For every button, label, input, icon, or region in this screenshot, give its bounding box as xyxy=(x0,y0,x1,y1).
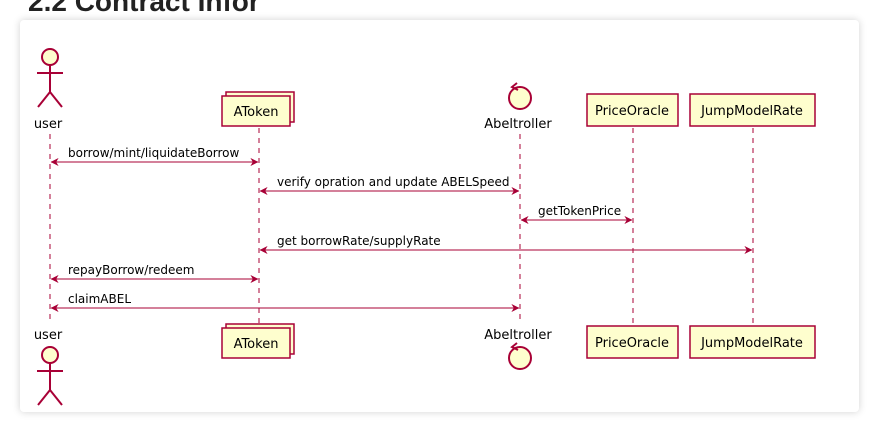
participant-priceoracle-bottom: PriceOracle xyxy=(586,325,679,359)
participant-label-jumpmodelrate-bottom: JumpModelRate xyxy=(700,336,803,351)
actor-figure-icon xyxy=(37,346,63,406)
participant-label-atoken-bottom: AToken xyxy=(234,337,279,352)
message-label: get borrowRate/supplyRate xyxy=(277,234,441,248)
participant-label-priceoracle-bottom: PriceOracle xyxy=(595,336,669,351)
lifelines xyxy=(49,128,754,326)
participant-jumpmodelrate-bottom: JumpModelRate xyxy=(689,325,816,359)
section-heading: 2.2 Contract Infor xyxy=(28,0,260,17)
message-label: borrow/mint/liquidateBorrow xyxy=(68,146,240,160)
message-label: claimABEL xyxy=(68,292,131,306)
control-icon xyxy=(508,82,532,110)
message-label: repayBorrow/redeem xyxy=(68,263,194,277)
message-1: borrow/mint/liquidateBorrow xyxy=(50,146,259,166)
participant-label-priceoracle-top: PriceOracle xyxy=(595,104,669,119)
participant-jumpmodelrate-top: JumpModelRate xyxy=(689,93,816,127)
participant-atoken-top: AToken xyxy=(221,91,295,127)
message-4: get borrowRate/supplyRate xyxy=(259,234,753,254)
message-6: claimABEL xyxy=(50,292,520,312)
message-label: getTokenPrice xyxy=(538,204,621,218)
participants-bottom: user AToken Abeltroller xyxy=(34,323,816,406)
participant-label-user-top: user xyxy=(34,117,63,132)
actor-user-bottom: user xyxy=(34,328,63,406)
message-3: getTokenPrice xyxy=(520,204,633,224)
participant-label-jumpmodelrate-top: JumpModelRate xyxy=(700,104,803,119)
participant-label-abeltroller-bottom: Abeltroller xyxy=(484,328,552,343)
message-label: verify opration and update ABELSpeed xyxy=(277,175,510,189)
participant-label-abeltroller-top: Abeltroller xyxy=(484,117,552,132)
participant-abeltroller-top: Abeltroller xyxy=(484,82,552,132)
control-icon xyxy=(508,342,532,370)
actor-figure-icon xyxy=(37,48,63,108)
actor-user-top: user xyxy=(34,48,63,132)
participant-abeltroller-bottom: Abeltroller xyxy=(484,328,552,370)
participant-label-atoken-top: AToken xyxy=(234,105,279,120)
message-5: repayBorrow/redeem xyxy=(50,263,259,283)
message-2: verify opration and update ABELSpeed xyxy=(259,175,520,195)
participant-priceoracle-top: PriceOracle xyxy=(586,93,679,127)
participant-atoken-bottom: AToken xyxy=(221,323,295,359)
participant-label-user-bottom: user xyxy=(34,328,63,343)
messages: borrow/mint/liquidateBorrow verify oprat… xyxy=(50,146,753,312)
participants-top: user AToken Abeltroller PriceOracle xyxy=(34,48,816,132)
